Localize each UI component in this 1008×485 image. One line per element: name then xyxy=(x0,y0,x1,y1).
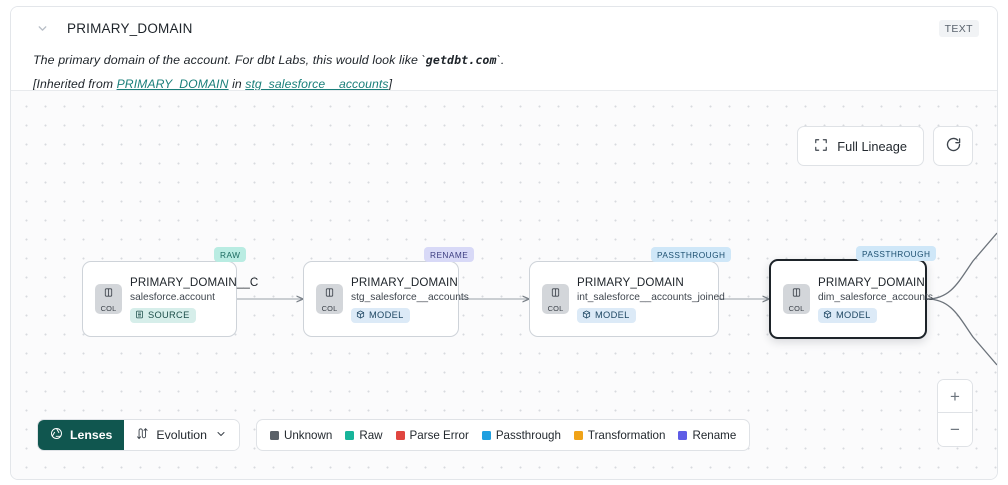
inherited-suffix: ] xyxy=(388,77,393,92)
legend-label: Raw xyxy=(359,428,383,442)
lineage-legend: Unknown Raw Parse Error Passthrough Tran… xyxy=(255,419,751,451)
evolution-button[interactable]: Evolution xyxy=(124,420,239,450)
node-type-label: MODEL xyxy=(836,310,871,320)
lenses-button[interactable]: Lenses xyxy=(38,420,125,450)
evolution-label: Evolution xyxy=(156,428,207,442)
updown-arrows-icon xyxy=(135,427,148,443)
column-icon xyxy=(103,285,114,303)
legend-item: Passthrough xyxy=(481,428,561,442)
node-tag-rename: RENAME xyxy=(424,247,475,262)
column-icon xyxy=(324,285,335,303)
col-badge: COL xyxy=(542,284,569,314)
legend-swatch-raw xyxy=(345,430,355,440)
inherited-prefix: [Inherited from xyxy=(33,77,117,92)
col-badge-label: COL xyxy=(100,304,117,313)
node-tag-passthrough-selected: PASSTHROUGH xyxy=(856,246,937,261)
legend-item: Unknown xyxy=(269,428,333,442)
inherited-from-note: [Inherited from PRIMARY_DOMAIN in stg_sa… xyxy=(33,77,979,91)
lineage-node-int-salesforce-accounts-joined[interactable]: COL PRIMARY_DOMAIN int_salesforce__accou… xyxy=(529,261,725,337)
legend-item: Transformation xyxy=(573,428,666,442)
cube-icon xyxy=(823,310,832,321)
inherited-model-link[interactable]: stg_salesforce__accounts xyxy=(245,77,389,92)
legend-swatch-passthrough xyxy=(481,430,491,440)
canvas-top-controls: Full Lineage xyxy=(797,126,973,166)
zoom-controls: + − xyxy=(937,379,973,447)
legend-label: Unknown xyxy=(283,428,333,442)
legend-swatch-parse-error xyxy=(395,430,405,440)
node-type-label: MODEL xyxy=(595,310,630,320)
chevron-down-icon xyxy=(215,428,227,443)
column-header: PRIMARY_DOMAIN TEXT The primary domain o… xyxy=(11,7,997,91)
node-type-label: MODEL xyxy=(369,310,404,320)
node-type-badge: MODEL xyxy=(818,307,877,323)
canvas-bottom-bar: Lenses Evolution Unknown Raw Parse Error… xyxy=(37,419,751,451)
lineage-node-stg-salesforce-accounts[interactable]: COL PRIMARY_DOMAIN stg_salesforce__accou… xyxy=(303,261,469,337)
col-badge-label: COL xyxy=(547,304,564,313)
aperture-icon xyxy=(50,427,63,443)
node-type-label: SOURCE xyxy=(148,310,190,320)
col-badge-label: COL xyxy=(321,304,338,313)
legend-swatch-rename xyxy=(678,430,688,440)
description-code: getdbt.com xyxy=(425,53,497,67)
column-type-badge: TEXT xyxy=(938,20,979,37)
node-type-badge: SOURCE xyxy=(130,307,196,323)
node-subtitle: int_salesforce__accounts_joined xyxy=(577,291,725,303)
full-lineage-button[interactable]: Full Lineage xyxy=(797,126,924,166)
lineage-node-dim-salesforce-accounts[interactable]: COL PRIMARY_DOMAIN dim_salesforce_accoun… xyxy=(769,259,933,339)
column-icon xyxy=(550,285,561,303)
lens-evolution-group: Lenses Evolution xyxy=(37,419,240,451)
expand-corners-icon xyxy=(814,138,828,155)
node-tag-raw: RAW xyxy=(214,247,247,262)
node-subtitle: dim_salesforce_accounts xyxy=(818,291,933,303)
node-type-badge: MODEL xyxy=(351,307,410,323)
lineage-canvas[interactable]: Full Lineage + − RAW COL PRIMARY_DOM xyxy=(11,90,997,479)
legend-swatch-unknown xyxy=(269,430,279,440)
legend-label: Transformation xyxy=(587,428,666,442)
chevron-down-icon[interactable] xyxy=(35,21,49,35)
zoom-in-button[interactable]: + xyxy=(938,380,972,413)
zoom-out-button[interactable]: − xyxy=(938,413,972,446)
inherited-middle: in xyxy=(228,77,246,92)
page-title: PRIMARY_DOMAIN xyxy=(67,20,193,36)
node-name: PRIMARY_DOMAIN xyxy=(818,275,925,289)
legend-item: Rename xyxy=(678,429,736,442)
legend-swatch-transformation xyxy=(573,430,583,440)
refresh-icon xyxy=(945,136,962,156)
lenses-label: Lenses xyxy=(70,428,113,442)
node-name: PRIMARY_DOMAIN__C xyxy=(130,275,259,289)
description-text-post: `. xyxy=(496,53,505,67)
col-badge: COL xyxy=(783,284,810,314)
node-subtitle: salesforce.account xyxy=(130,291,215,303)
col-badge-label: COL xyxy=(788,304,805,313)
legend-item: Raw xyxy=(345,428,383,442)
full-lineage-label: Full Lineage xyxy=(837,138,907,154)
database-icon xyxy=(135,310,144,321)
description-text-pre: The primary domain of the account. For d… xyxy=(33,53,426,67)
lineage-node-primary-domain-c[interactable]: COL PRIMARY_DOMAIN__C salesforce.account… xyxy=(82,261,258,337)
col-badge: COL xyxy=(95,284,122,314)
legend-label: Passthrough xyxy=(495,428,561,442)
legend-label: Parse Error xyxy=(409,428,469,442)
inherited-column-link[interactable]: PRIMARY_DOMAIN xyxy=(116,77,229,92)
node-type-badge: MODEL xyxy=(577,307,636,323)
legend-label: Rename xyxy=(692,428,737,442)
cube-icon xyxy=(356,310,365,321)
cube-icon xyxy=(582,310,591,321)
refresh-button[interactable] xyxy=(933,126,973,166)
node-name: PRIMARY_DOMAIN xyxy=(577,275,684,289)
node-subtitle: stg_salesforce__accounts xyxy=(351,291,469,303)
node-tag-passthrough: PASSTHROUGH xyxy=(651,247,732,262)
node-name: PRIMARY_DOMAIN xyxy=(351,275,458,289)
column-detail-card: PRIMARY_DOMAIN TEXT The primary domain o… xyxy=(10,6,998,480)
col-badge: COL xyxy=(316,284,343,314)
legend-item: Parse Error xyxy=(395,428,469,442)
column-description: The primary domain of the account. For d… xyxy=(33,52,979,68)
column-icon xyxy=(791,285,802,303)
